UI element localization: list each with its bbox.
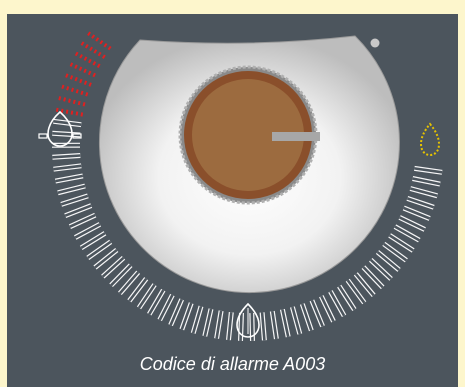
level-segment-active: [73, 51, 101, 68]
level-segment-active: [60, 84, 89, 97]
temperature-knob[interactable]: [178, 65, 320, 205]
level-segment-inner: [110, 264, 132, 287]
level-segment-inner: [329, 290, 346, 317]
level-segment-inner: [310, 299, 324, 327]
level-segment-inner: [354, 273, 375, 297]
level-segment-inner: [128, 277, 148, 302]
level-segment-inner: [52, 154, 81, 159]
level-segment-inner: [409, 187, 438, 198]
level-segment-inner: [69, 213, 96, 228]
level-segment-inner: [87, 240, 112, 259]
level-segment-inner: [64, 204, 92, 217]
level-segment-inner: [399, 216, 426, 231]
alarm-message: Codice di allarme A003: [139, 354, 326, 374]
indicator-dot-icon: [370, 38, 380, 48]
level-segment-inner: [414, 167, 443, 174]
level-segment-inner: [158, 294, 174, 321]
level-segment-active: [64, 73, 92, 87]
level-segment-inner: [148, 289, 165, 315]
level-scale: [51, 30, 443, 341]
water-drop-icon: [236, 302, 260, 338]
level-segment-inner: [60, 194, 89, 206]
level-segment-inner: [53, 164, 82, 171]
level-segment-inner: [53, 120, 82, 126]
level-segment-inner: [74, 223, 101, 239]
level-segment-inner: [281, 309, 290, 338]
level-segment-inner: [215, 310, 223, 339]
level-segment-inner: [320, 295, 335, 322]
level-segment-inner: [291, 306, 302, 335]
level-segment-inner: [271, 311, 278, 340]
level-segment-active: [68, 61, 96, 78]
level-segment-inner: [227, 312, 233, 341]
level-segment-inner: [338, 285, 356, 311]
level-segment-inner: [394, 225, 420, 242]
level-segment-inner: [169, 298, 183, 326]
level-segment-inner: [118, 271, 140, 295]
level-segment-inner: [203, 308, 213, 337]
knob-pointer: [272, 132, 320, 141]
level-segment-inner: [191, 305, 203, 334]
water-drop-icon: [38, 110, 82, 147]
level-segment-inner: [403, 206, 431, 220]
level-segment-inner: [362, 266, 384, 289]
level-segment-inner: [180, 302, 193, 330]
level-segment-inner: [80, 232, 106, 250]
level-segment-active: [86, 30, 112, 51]
level-segment-inner: [57, 184, 86, 195]
level-segment-active: [79, 40, 106, 59]
level-segment-inner: [301, 303, 313, 331]
level-segment-inner: [383, 242, 408, 262]
level-segment-active: [57, 95, 86, 107]
level-segment-inner: [412, 177, 441, 186]
level-segment-inner: [369, 258, 392, 280]
level-segment-inner: [239, 312, 243, 341]
level-segment-inner: [52, 132, 81, 137]
level-segment-inner: [260, 312, 266, 341]
level-segment-inner: [55, 174, 84, 183]
water-drop-icon: [419, 122, 441, 157]
level-segment-inner: [406, 197, 435, 209]
level-segment-inner: [94, 248, 118, 269]
level-segment-inner: [346, 279, 366, 304]
level-segment-inner: [388, 234, 414, 252]
level-segment-inner: [101, 256, 125, 278]
level-segment-inner: [137, 283, 156, 309]
level-segment-inner: [376, 250, 400, 271]
